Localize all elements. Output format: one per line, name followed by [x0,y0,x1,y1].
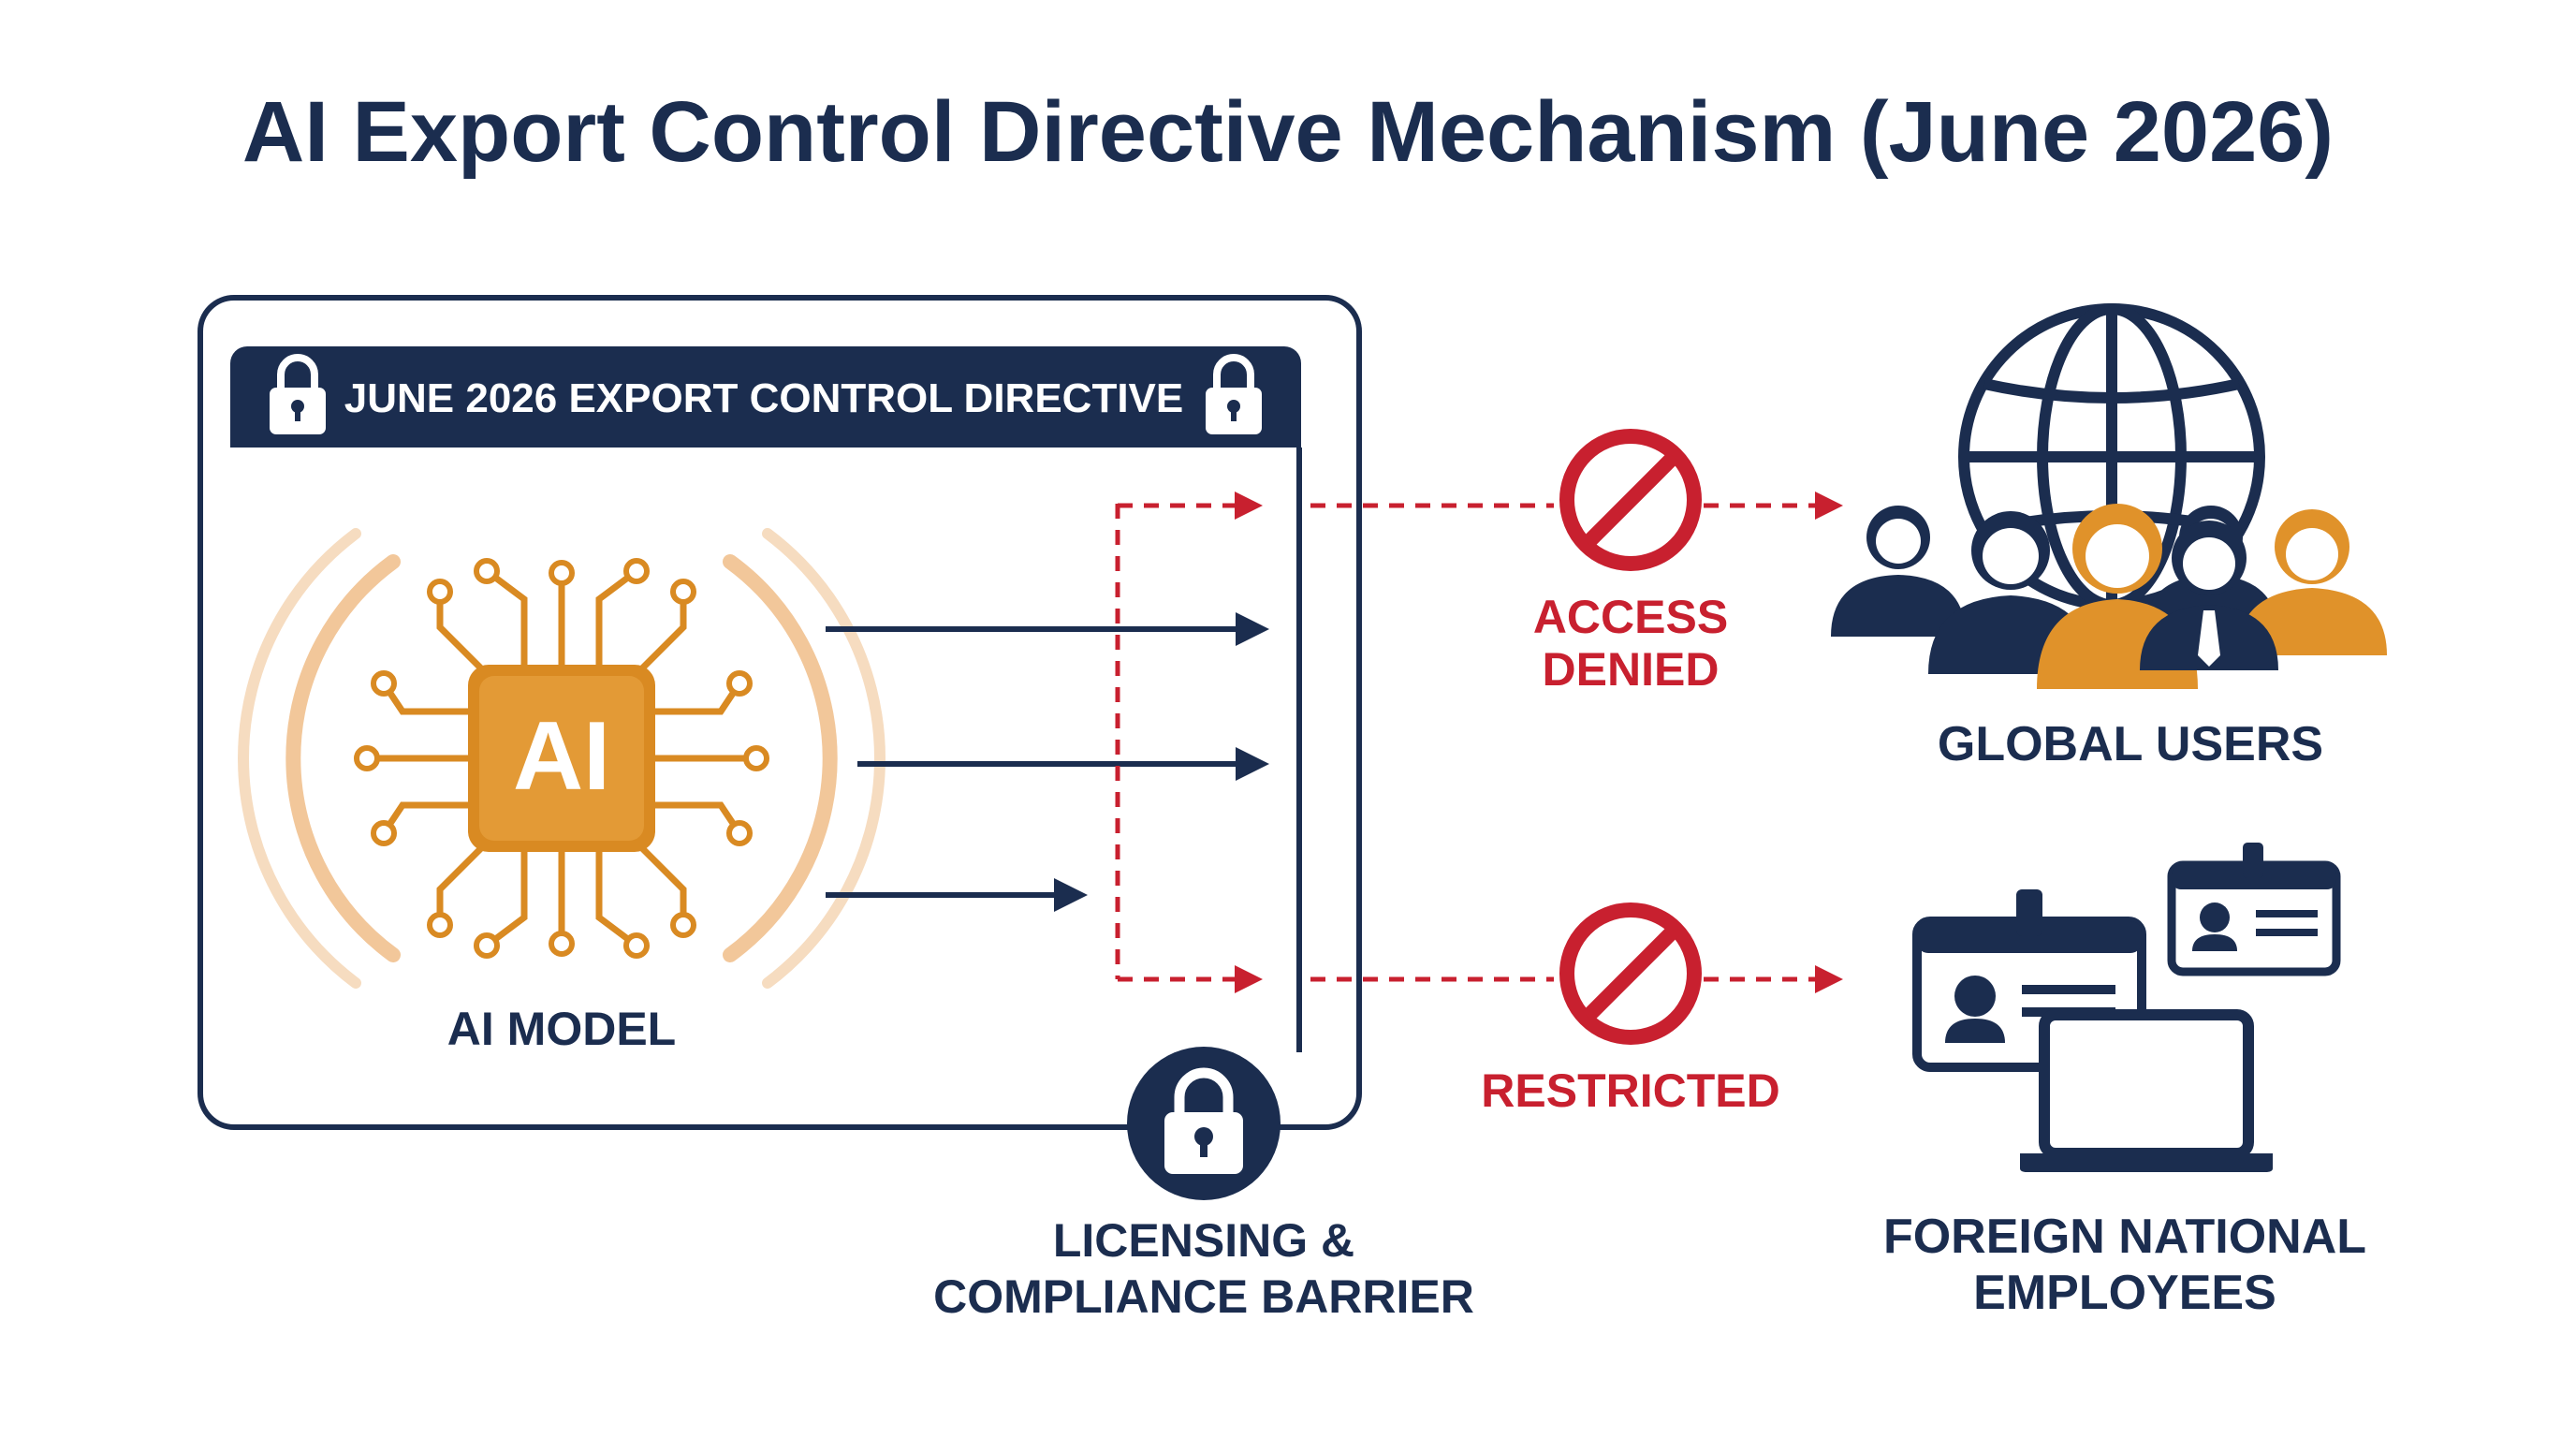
ai-chip-text: AI [513,702,610,811]
lock-icon [270,354,326,434]
foreign-employees-label: FOREIGN NATIONAL [1883,1210,2366,1264]
directive-frame [198,295,1362,1130]
global-users-label: GLOBAL USERS [1938,717,2323,771]
directive-banner-text: JUNE 2026 EXPORT CONTROL DIRECTIVE [344,375,1184,421]
ai-chip-icon [238,528,886,989]
page-title: AI Export Control Directive Mechanism (J… [242,84,2334,180]
restricted-label: RESTRICTED [1481,1064,1779,1117]
users-icon [1831,504,2387,689]
barrier-label: LICENSING & [1053,1214,1354,1267]
no-entry-icon [1559,902,1702,1045]
lock-icon [1206,354,1262,434]
ai-model-label: AI MODEL [447,1003,676,1055]
access-denied-label: DENIED [1543,643,1720,696]
laptop-icon [2020,1009,2273,1172]
barrier-label: COMPLIANCE BARRIER [933,1270,1474,1323]
no-entry-icon [1559,429,1702,571]
lock-icon [1127,1047,1281,1200]
access-denied-label: ACCESS [1533,591,1728,643]
foreign-employees-label: EMPLOYEES [1973,1266,2276,1320]
id-badge-icon [2167,843,2341,976]
